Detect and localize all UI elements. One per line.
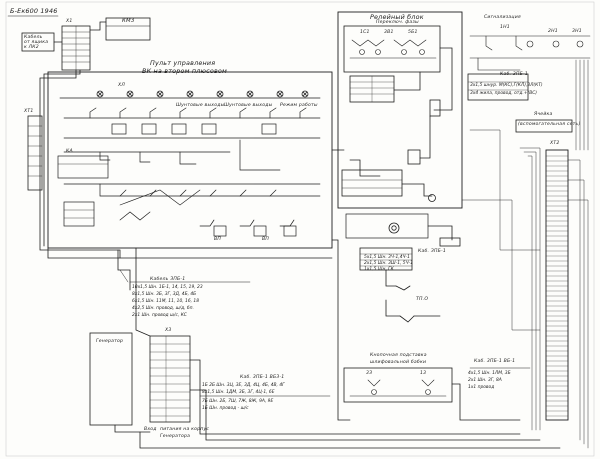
middle-cable-line-1: 5х1,5 Шн. 3Ч-1,4Ч-1 bbox=[364, 255, 410, 260]
pushbutton-box bbox=[343, 367, 453, 403]
signal-lamp-row bbox=[59, 90, 321, 99]
lower-left-list-line-4: 4х2,5 Шн. провод, ш/д, бп. bbox=[132, 306, 194, 311]
incoming-cable-label: Кабель от ящика к ЛК2 bbox=[24, 35, 49, 50]
control-panel-frame bbox=[47, 71, 333, 249]
terminal-tag: 5Б1 bbox=[408, 30, 418, 35]
sheet-frame bbox=[5, 1, 595, 457]
sheet-stamp: Б-Ек600 1946 bbox=[10, 7, 58, 15]
right-main-label: Ячейка bbox=[534, 112, 553, 117]
terminal-tag: 3З bbox=[366, 371, 373, 376]
lower-left-list-line-5: 2х1 Шн. провод ш/с, КС bbox=[132, 313, 187, 318]
x3-terminal-strip bbox=[149, 335, 191, 423]
lower-center-list-line-3: 7Б Шн. 2Б, 7Ш, 7Ж, 8Ж, 9А, 9Е bbox=[202, 399, 274, 404]
signal-block-right bbox=[469, 35, 591, 71]
pushbutton-box-title-1: Кнопочная подставка bbox=[370, 353, 427, 358]
lower-left-list-line-3: 6х1,5 Шн. 11М, 11, 10, 16, 18 bbox=[132, 299, 200, 304]
terminal-tag: 1С1 bbox=[360, 30, 370, 35]
x3-strip-label: X3 bbox=[165, 328, 172, 333]
bottom-right-list-line-2: 2х1 Шн. 3Г, 8А bbox=[468, 378, 502, 383]
lower-left-list-header: Кабель ЗПБ-1 bbox=[150, 277, 186, 282]
middle-cable-line-2: 2х1,5 Шн. 3Ш-1, 5Ч-1 bbox=[364, 261, 413, 266]
terminal-tag: 13 bbox=[420, 371, 427, 376]
relay-rack-frame bbox=[337, 11, 463, 209]
control-panel-title-2: ВК на втором плюсовом bbox=[142, 67, 228, 75]
terminal-tag: 3В1 bbox=[384, 30, 394, 35]
terminal-tag: 2Н1 bbox=[548, 29, 558, 34]
generator-note-3: Генератора bbox=[160, 434, 191, 439]
km3-box bbox=[105, 17, 151, 41]
xt1-terminal-block bbox=[27, 115, 43, 191]
xt1-label: XT1 bbox=[24, 109, 34, 114]
panel-row-label-3: Режим работы bbox=[280, 103, 318, 108]
lower-center-list-line-4: 1Б Шн. провод - ш/с bbox=[202, 406, 249, 411]
right-cable-1-line-2: 3x4 жила, провод, отд.+(ВС) bbox=[470, 91, 537, 96]
bottom-right-list-header: Каб. 3ПБ-1 ВБ-1 bbox=[474, 359, 516, 364]
lower-center-list-header: Каб. 3ПБ-1 ВБЗ-1 bbox=[240, 375, 285, 380]
switch-row-upper bbox=[63, 107, 321, 171]
terminal-tag: ХЛ bbox=[118, 83, 126, 88]
signal-top-label: Сигнализация bbox=[484, 15, 521, 20]
xt2-terminal-column bbox=[545, 149, 569, 421]
terminal-tag: ВП bbox=[262, 237, 270, 242]
right-sub-label: (вспомогательная сеть) bbox=[518, 122, 581, 127]
pipe-label: ТП.О bbox=[416, 297, 429, 302]
right-cable-1-line-1: 3x1,5 шнур. М(КС),Г(КЛ),3Л(КТ) bbox=[470, 83, 543, 88]
panel-row-label-2: Шунтовые выходы bbox=[224, 103, 273, 108]
terminal-tag: ВП bbox=[214, 237, 222, 242]
lower-left-list-line-1: 10х1,5 Шн. 1Б-1, 14, 15, 19, 23 bbox=[132, 285, 203, 290]
upper-left-tag: Х1 bbox=[66, 19, 73, 24]
pushbutton-box-title-2: шлифовальной бабки bbox=[370, 360, 427, 365]
xt2-label: XT2 bbox=[550, 141, 560, 146]
km3-box-label: КМ3 bbox=[122, 18, 135, 24]
middle-cable-header: Каб. ЗПБ-1 bbox=[418, 249, 446, 254]
relay-rack-subtitle: Переключ. фазы bbox=[376, 20, 419, 25]
generator-note-2: питания на корпус bbox=[160, 427, 210, 432]
lower-left-list-line-2: 8х1,5 Шн. 3Б, 3Г, 3Д, 4Б, 4Б bbox=[132, 292, 197, 297]
generator-title: Генератор bbox=[96, 339, 124, 344]
bottom-right-list-line-3: 1х1 провод bbox=[468, 385, 495, 390]
generator-note-1: Вход bbox=[144, 427, 157, 432]
panel-row-label-1: Шунтовые выходы bbox=[176, 103, 225, 108]
middle-cable-line-3: 1х1,5 Шн. ГК bbox=[364, 267, 394, 272]
relay-rack-title: Релейный блок bbox=[370, 13, 424, 21]
control-panel-title-1: Пульт управления bbox=[150, 59, 216, 67]
switch-row-lower bbox=[57, 155, 321, 237]
lower-center-list-line-2: 8х1,5 Шн. 1ДМ, 3Б, 3Г, 4Ц-1, 6Е bbox=[202, 390, 275, 395]
terminal-tag: 3Н1 bbox=[572, 29, 582, 34]
lower-center-list-line-1: 1Б 2Б Шн. 3Ц, 3Е, 3Д, 4Ц, 4Б, 4В, 4Г bbox=[202, 383, 285, 388]
bottom-right-list-line-1: 4х1,5 Шн. 1ЛМ, 3Б bbox=[468, 371, 511, 376]
terminal-tag: КА bbox=[66, 149, 73, 154]
right-cable-1-header: Каб. 3ПБ-1 bbox=[500, 72, 528, 77]
generator-box bbox=[89, 332, 133, 426]
terminal-tag: 1Н1 bbox=[500, 25, 510, 30]
